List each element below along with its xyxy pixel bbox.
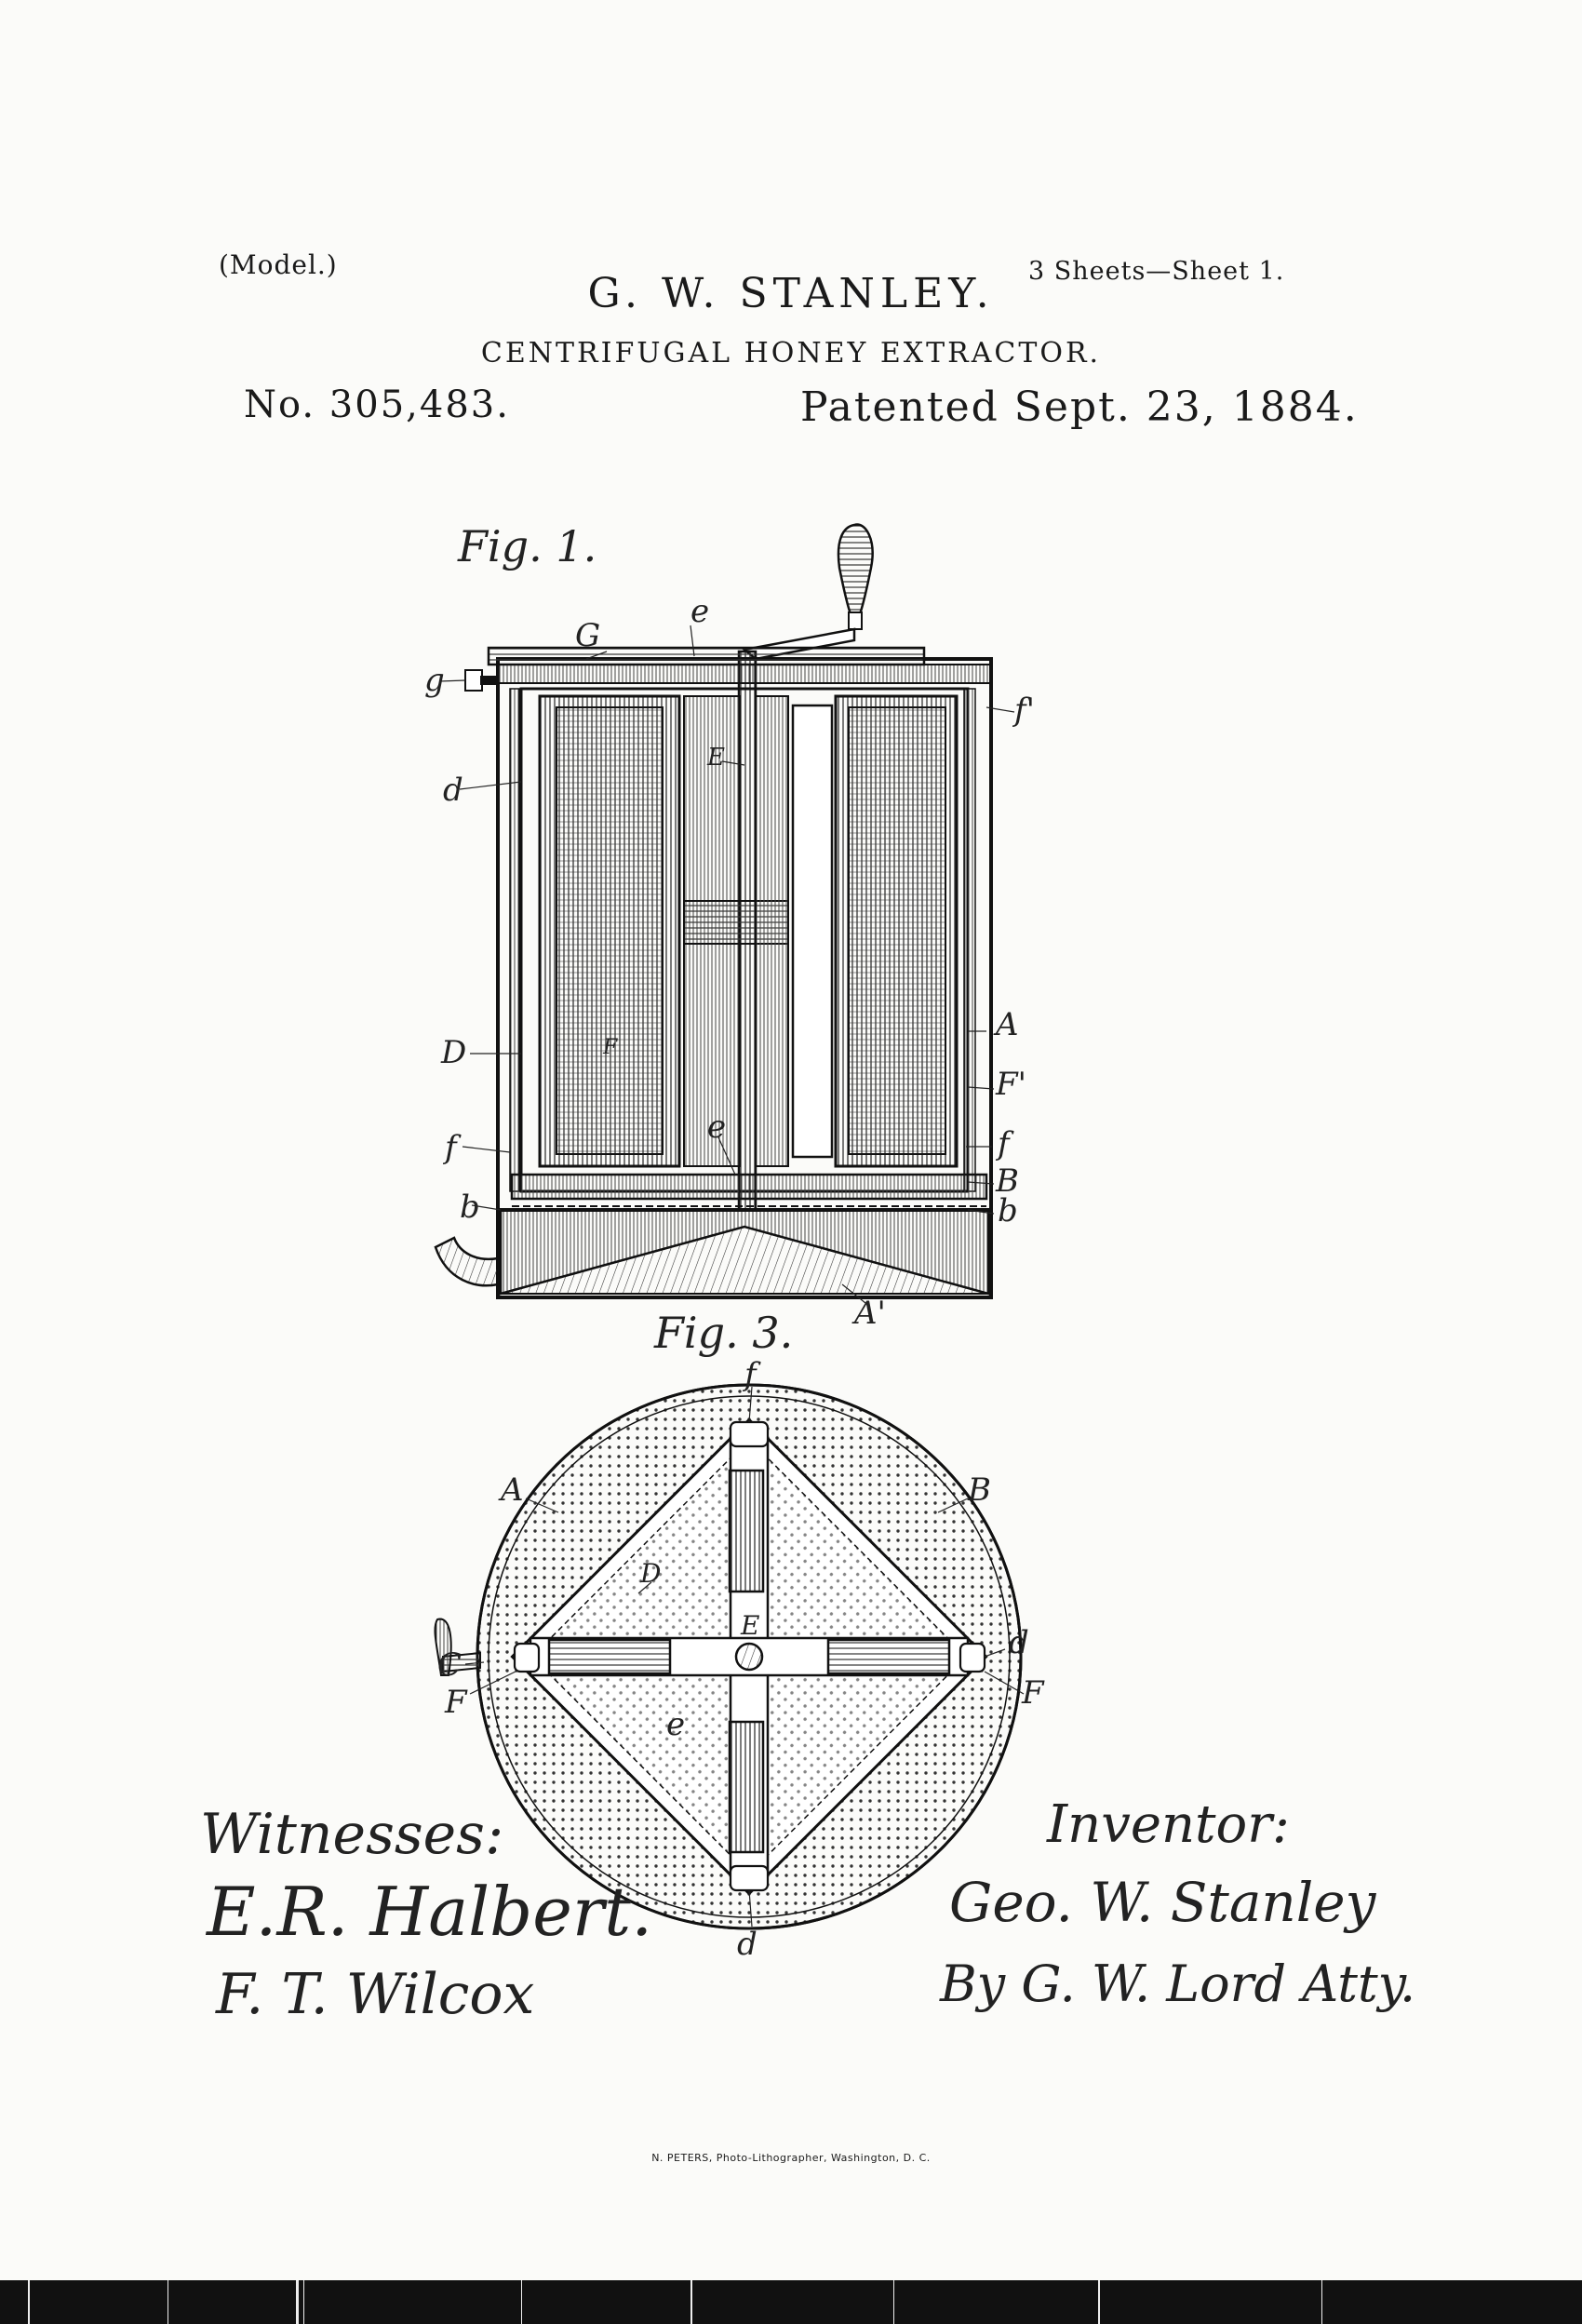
fig1-ref-f-prime: f' (1012, 692, 1035, 729)
inventor-signature: Geo. W. Stanley (949, 1871, 1376, 1934)
can-lid (487, 646, 926, 666)
fig3-ref-D: D (639, 1558, 661, 1589)
crank-handle (742, 523, 874, 661)
fig1-ref-F-prime: F' (995, 1066, 1026, 1103)
fig1-ref-A-prime: A' (851, 1295, 886, 1332)
fig1-ref-G: G (575, 617, 600, 654)
inventor-name: G. W. STANLEY. (587, 270, 995, 317)
fig3-ref-e: e (666, 1706, 685, 1743)
witness-signature-1: E.R. Halbert. (207, 1873, 653, 1951)
scan-border (0, 2280, 1582, 2324)
attorney-signature: By G. W. Lord Atty. (940, 1955, 1416, 2013)
drain-spout (434, 1236, 500, 1287)
fig1-ref-d: d (443, 772, 463, 809)
patent-date: Patented Sept. 23, 1884. (800, 383, 1359, 431)
invention-title: CENTRIFUGAL HONEY EXTRACTOR. (480, 337, 1102, 369)
fig1-ref-g: g (424, 662, 445, 699)
fig1-ref-e-top: e (690, 593, 709, 630)
fig1-ref-B: B (995, 1162, 1019, 1200)
fig3-ref-C: C (437, 1646, 462, 1684)
fig1-label: Fig. 1. (458, 521, 597, 571)
fig1-ref-e-bottom: e (707, 1108, 726, 1146)
fig1-ref-D: D (440, 1034, 466, 1071)
inventor-label: Inventor: (1047, 1794, 1290, 1855)
fig1-ref-E: E (706, 744, 725, 772)
fig3-ref-d-bottom: d (737, 1926, 757, 1963)
fig3-ref-d-right: d (1009, 1624, 1029, 1661)
patent-number: No. 305,483. (244, 383, 510, 426)
fig1-ref-f-right: f (995, 1125, 1014, 1162)
fig3-ref-E: E (740, 1610, 759, 1641)
center-hub (734, 1642, 764, 1672)
fig1-ref-F-inner: F (602, 1036, 618, 1059)
witnesses-label: Witnesses: (200, 1802, 504, 1867)
fig1-ref-b-right: b (998, 1192, 1018, 1229)
fig3-handle (434, 1618, 481, 1676)
sheet-count: 3 Sheets—Sheet 1. (1028, 257, 1285, 286)
fig1-ref-A: A (993, 1006, 1019, 1043)
fig1-drawing: G e g f' d E D F A F' f e f B b b A' (424, 523, 1035, 1332)
fig3-ref-F-right: F (1021, 1674, 1045, 1712)
fig3-ref-A: A (498, 1471, 524, 1509)
lithographer-credit: N. PETERS, Photo-Lithographer, Washingto… (651, 2152, 931, 2164)
fig1-ref-b-left: b (460, 1189, 480, 1226)
fig3-ref-F-left: F (444, 1684, 468, 1721)
fig1-ref-f-left: f (442, 1129, 462, 1166)
fig3-label: Fig. 3. (654, 1308, 794, 1358)
witness-signature-2: F. T. Wilcox (216, 1962, 535, 2027)
model-note: (Model.) (219, 249, 338, 280)
fig3-drawing: f A B D E d C F F e d (434, 1356, 1045, 1963)
fig3-ref-B: B (967, 1471, 991, 1509)
